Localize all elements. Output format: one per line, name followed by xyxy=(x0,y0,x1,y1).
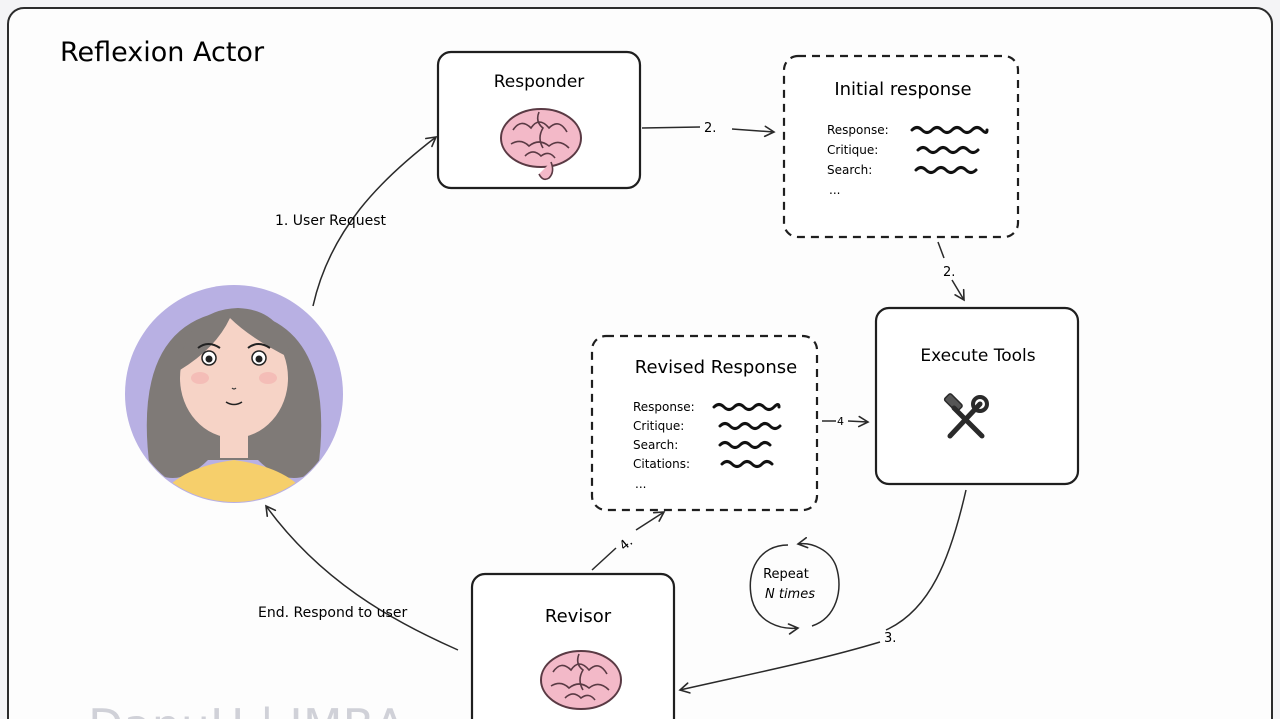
edge-label-end: End. Respond to user xyxy=(258,605,407,621)
responder-node: Responder xyxy=(436,50,642,190)
scribble-line xyxy=(712,403,781,411)
edge-initial-tools-a xyxy=(937,241,945,259)
diagram-title: Reflexion Actor xyxy=(60,37,265,68)
brain-icon xyxy=(540,650,622,710)
brain-icon xyxy=(500,108,582,181)
initial-field-search: Search: xyxy=(827,163,872,177)
repeat-line2: N times xyxy=(765,587,815,602)
revised-field-search: Search: xyxy=(633,438,678,452)
initial-response-label: Initial response xyxy=(834,79,971,100)
revised-field-response: Response: xyxy=(633,400,695,414)
revised-response-node: Revised Response Response: Critique: Sea… xyxy=(590,334,819,512)
edge-end-respond xyxy=(265,504,459,651)
edge-label-responder-initial: 2. xyxy=(704,121,716,136)
initial-field-response: Response: xyxy=(827,123,889,137)
scribble-line xyxy=(718,422,782,430)
user-avatar xyxy=(125,285,343,503)
repeat-loop: Repeat N times xyxy=(749,536,840,635)
execute-tools-label: Execute Tools xyxy=(920,346,1035,366)
scribble-line xyxy=(720,460,774,468)
revised-field-citations: Citations: xyxy=(633,457,690,471)
edge-revised-tools xyxy=(847,415,870,428)
edge-initial-tools xyxy=(951,279,965,302)
edge-tools-revisor xyxy=(678,641,881,694)
execute-tools-node: Execute Tools xyxy=(874,306,1080,486)
revised-field-more: ... xyxy=(635,477,646,491)
initial-field-more: ... xyxy=(829,183,840,197)
responder-label: Responder xyxy=(494,72,585,92)
revisor-node: Revisor xyxy=(470,572,676,719)
edge-responder-initial-a xyxy=(641,126,701,129)
initial-response-node: Initial response Response: Critique: Sea… xyxy=(782,54,1020,239)
initial-field-critique: Critique: xyxy=(827,143,878,157)
tools-icon xyxy=(943,393,989,439)
scribble-line xyxy=(718,441,772,449)
edge-responder-initial xyxy=(731,125,776,138)
edge-label-user-request: 1. User Request xyxy=(275,213,387,229)
revisor-label: Revisor xyxy=(545,606,612,627)
scribble-line xyxy=(910,126,989,134)
edge-revisor-revised xyxy=(635,511,666,531)
edge-label-initial-tools: 2. xyxy=(943,265,955,280)
scribble-line xyxy=(916,146,980,154)
edge-label-revised-tools: 4 xyxy=(837,415,844,428)
watermark: DanuH | IMBA xyxy=(88,699,406,719)
repeat-line1: Repeat xyxy=(763,567,809,582)
edge-tools-revisor-a xyxy=(885,489,967,631)
revised-field-critique: Critique: xyxy=(633,419,684,433)
scribble-line xyxy=(914,166,978,174)
edge-revisor-revised-a xyxy=(591,547,617,571)
edge-label-tools-revisor: 3. xyxy=(884,631,896,646)
edge-user-request xyxy=(312,135,438,307)
revised-response-label: Revised Response xyxy=(635,357,797,378)
